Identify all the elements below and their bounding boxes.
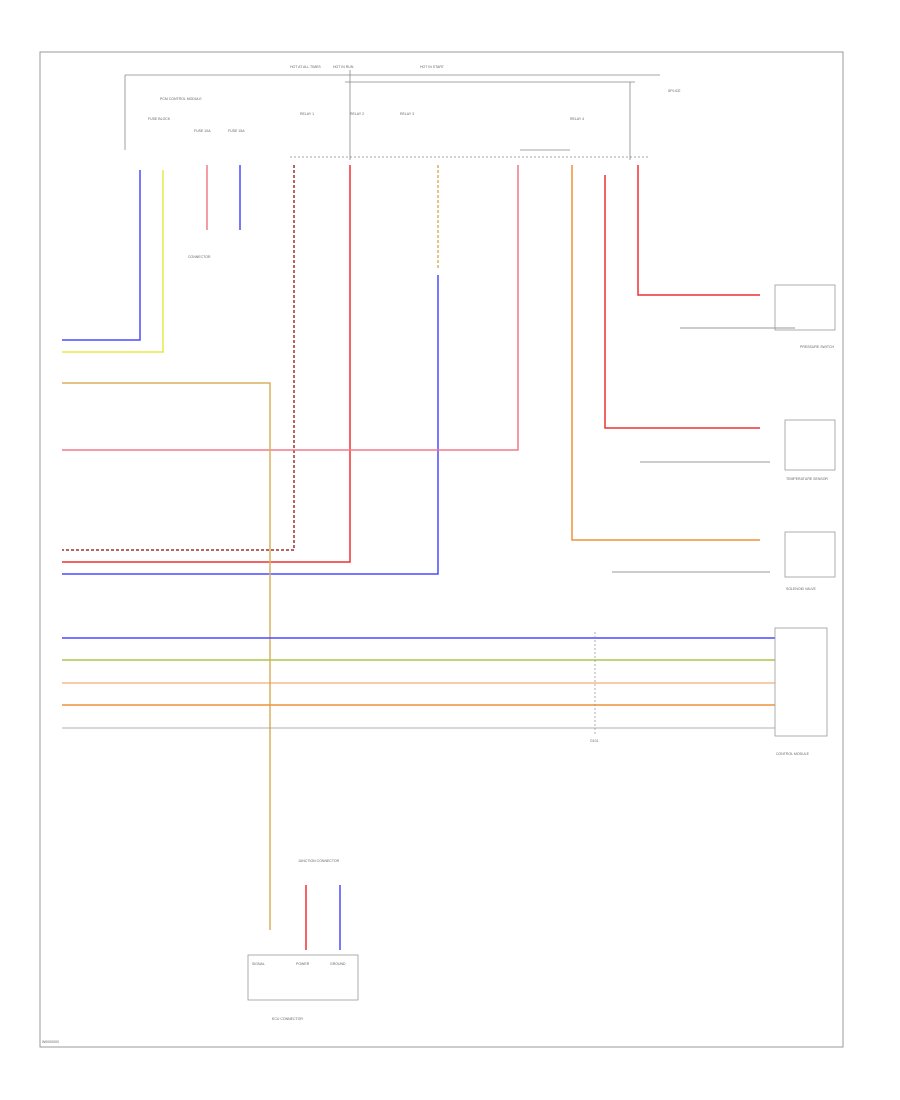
fuse-label-b: FUSE 10A (194, 129, 211, 133)
top-labels: HOT AT ALL TIMES HOT IN RUN HOT IN START… (148, 65, 681, 259)
right-label-3: SOLENOID VALVE (786, 587, 816, 591)
relay-label-2: RELAY 2 (350, 112, 364, 116)
right-labels: PRESSURE SWITCH TEMPERATURE SENSOR SOLEN… (590, 345, 835, 756)
relay-label-3: RELAY 3 (400, 112, 414, 116)
harness-lines (62, 632, 775, 735)
top-label-c: HOT IN START (420, 65, 445, 69)
footer-code: W0000000 (42, 1040, 59, 1044)
right-label-2: TEMPERATURE SENSOR (786, 477, 828, 481)
bottom-pin-1: SIGNAL (252, 962, 265, 966)
right-components (774, 284, 836, 737)
relay-label-4: RELAY 4 (570, 117, 584, 121)
bottom-box-title: JUNCTION CONNECTOR (298, 859, 340, 863)
diagram-frame (39, 51, 844, 1048)
splice-label: SPLICE (668, 89, 681, 93)
right-label-1: PRESSURE SWITCH (800, 345, 835, 349)
relay-label-1: RELAY 1 (300, 112, 314, 116)
bottom-connector: JUNCTION CONNECTOR SIGNAL POWER GROUND E… (247, 859, 359, 1021)
connector-label-left: CONNECTOR (188, 255, 211, 259)
bottom-connector-label: ECU CONNECTOR (272, 1017, 303, 1021)
fuse-label-a: FUSE BLOCK (148, 117, 171, 121)
fuse-stubs (206, 165, 241, 230)
fuse-label-c: FUSE 15A (228, 129, 245, 133)
ground-label: G101 (590, 739, 599, 743)
top-label-b: HOT IN RUN (333, 65, 354, 69)
top-power-bus (124, 70, 660, 160)
module-wires (62, 165, 760, 930)
top-label-a: HOT AT ALL TIMES (290, 65, 321, 69)
right-label-4: CONTROL MODULE (776, 752, 810, 756)
gray-signal-lines (612, 327, 795, 573)
bottom-pin-2: POWER (296, 962, 310, 966)
module-header: PCM CONTROL MODULE (160, 97, 202, 101)
bottom-pin-3: GROUND (330, 962, 346, 966)
